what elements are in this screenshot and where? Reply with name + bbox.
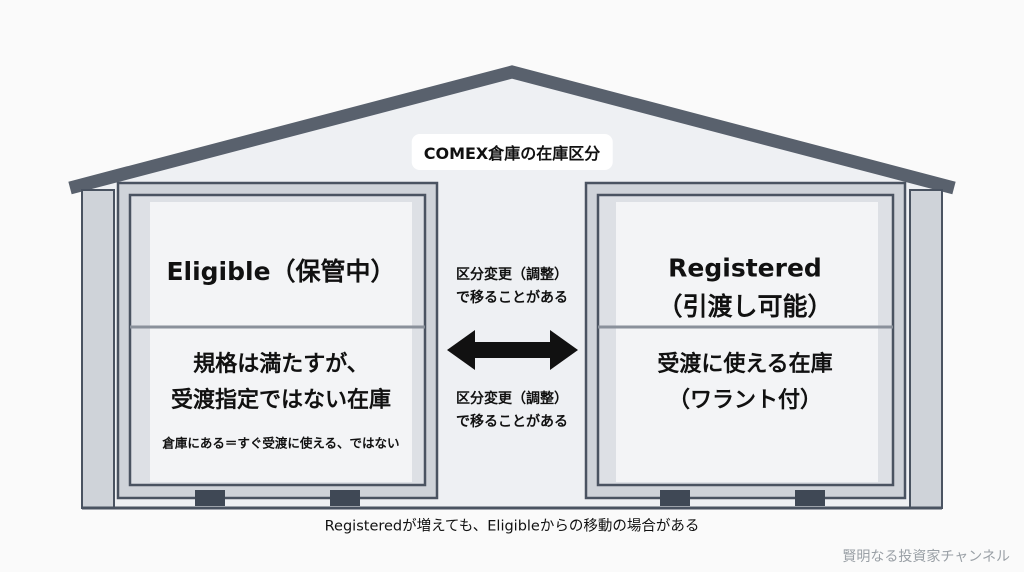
registered-body-1: 受渡に使える在庫 — [657, 352, 833, 377]
right-pillar — [909, 189, 943, 509]
left-door — [116, 181, 439, 506]
watermark: 賢明なる投資家チャンネル — [842, 549, 1010, 565]
right-door — [584, 181, 907, 506]
eligible-heading: Eligible（保管中） — [166, 257, 396, 286]
registered-heading-2: （引渡し可能） — [657, 292, 833, 321]
roof — [68, 65, 956, 195]
registered-body-2: （ワラント付） — [667, 388, 823, 413]
left-pillar — [81, 189, 115, 509]
transfer-note-bottom: 区分変更（調整）で移ることがある — [456, 391, 568, 430]
transfer-note-top: 区分変更（調整）で移ることがある — [456, 267, 568, 306]
eligible-body-2: 受渡指定ではない在庫 — [170, 388, 392, 413]
double-arrow-icon — [447, 330, 578, 370]
diagram-title: COMEX倉庫の在庫区分 — [411, 134, 613, 170]
caption: Registeredが増えても、Eligibleからの移動の場合がある — [324, 518, 700, 535]
eligible-body-1: 規格は満たすが、 — [193, 352, 369, 377]
registered-heading-1: Registered — [668, 253, 822, 283]
eligible-note: 倉庫にある＝すぐ受渡に使える、ではない — [162, 435, 400, 451]
